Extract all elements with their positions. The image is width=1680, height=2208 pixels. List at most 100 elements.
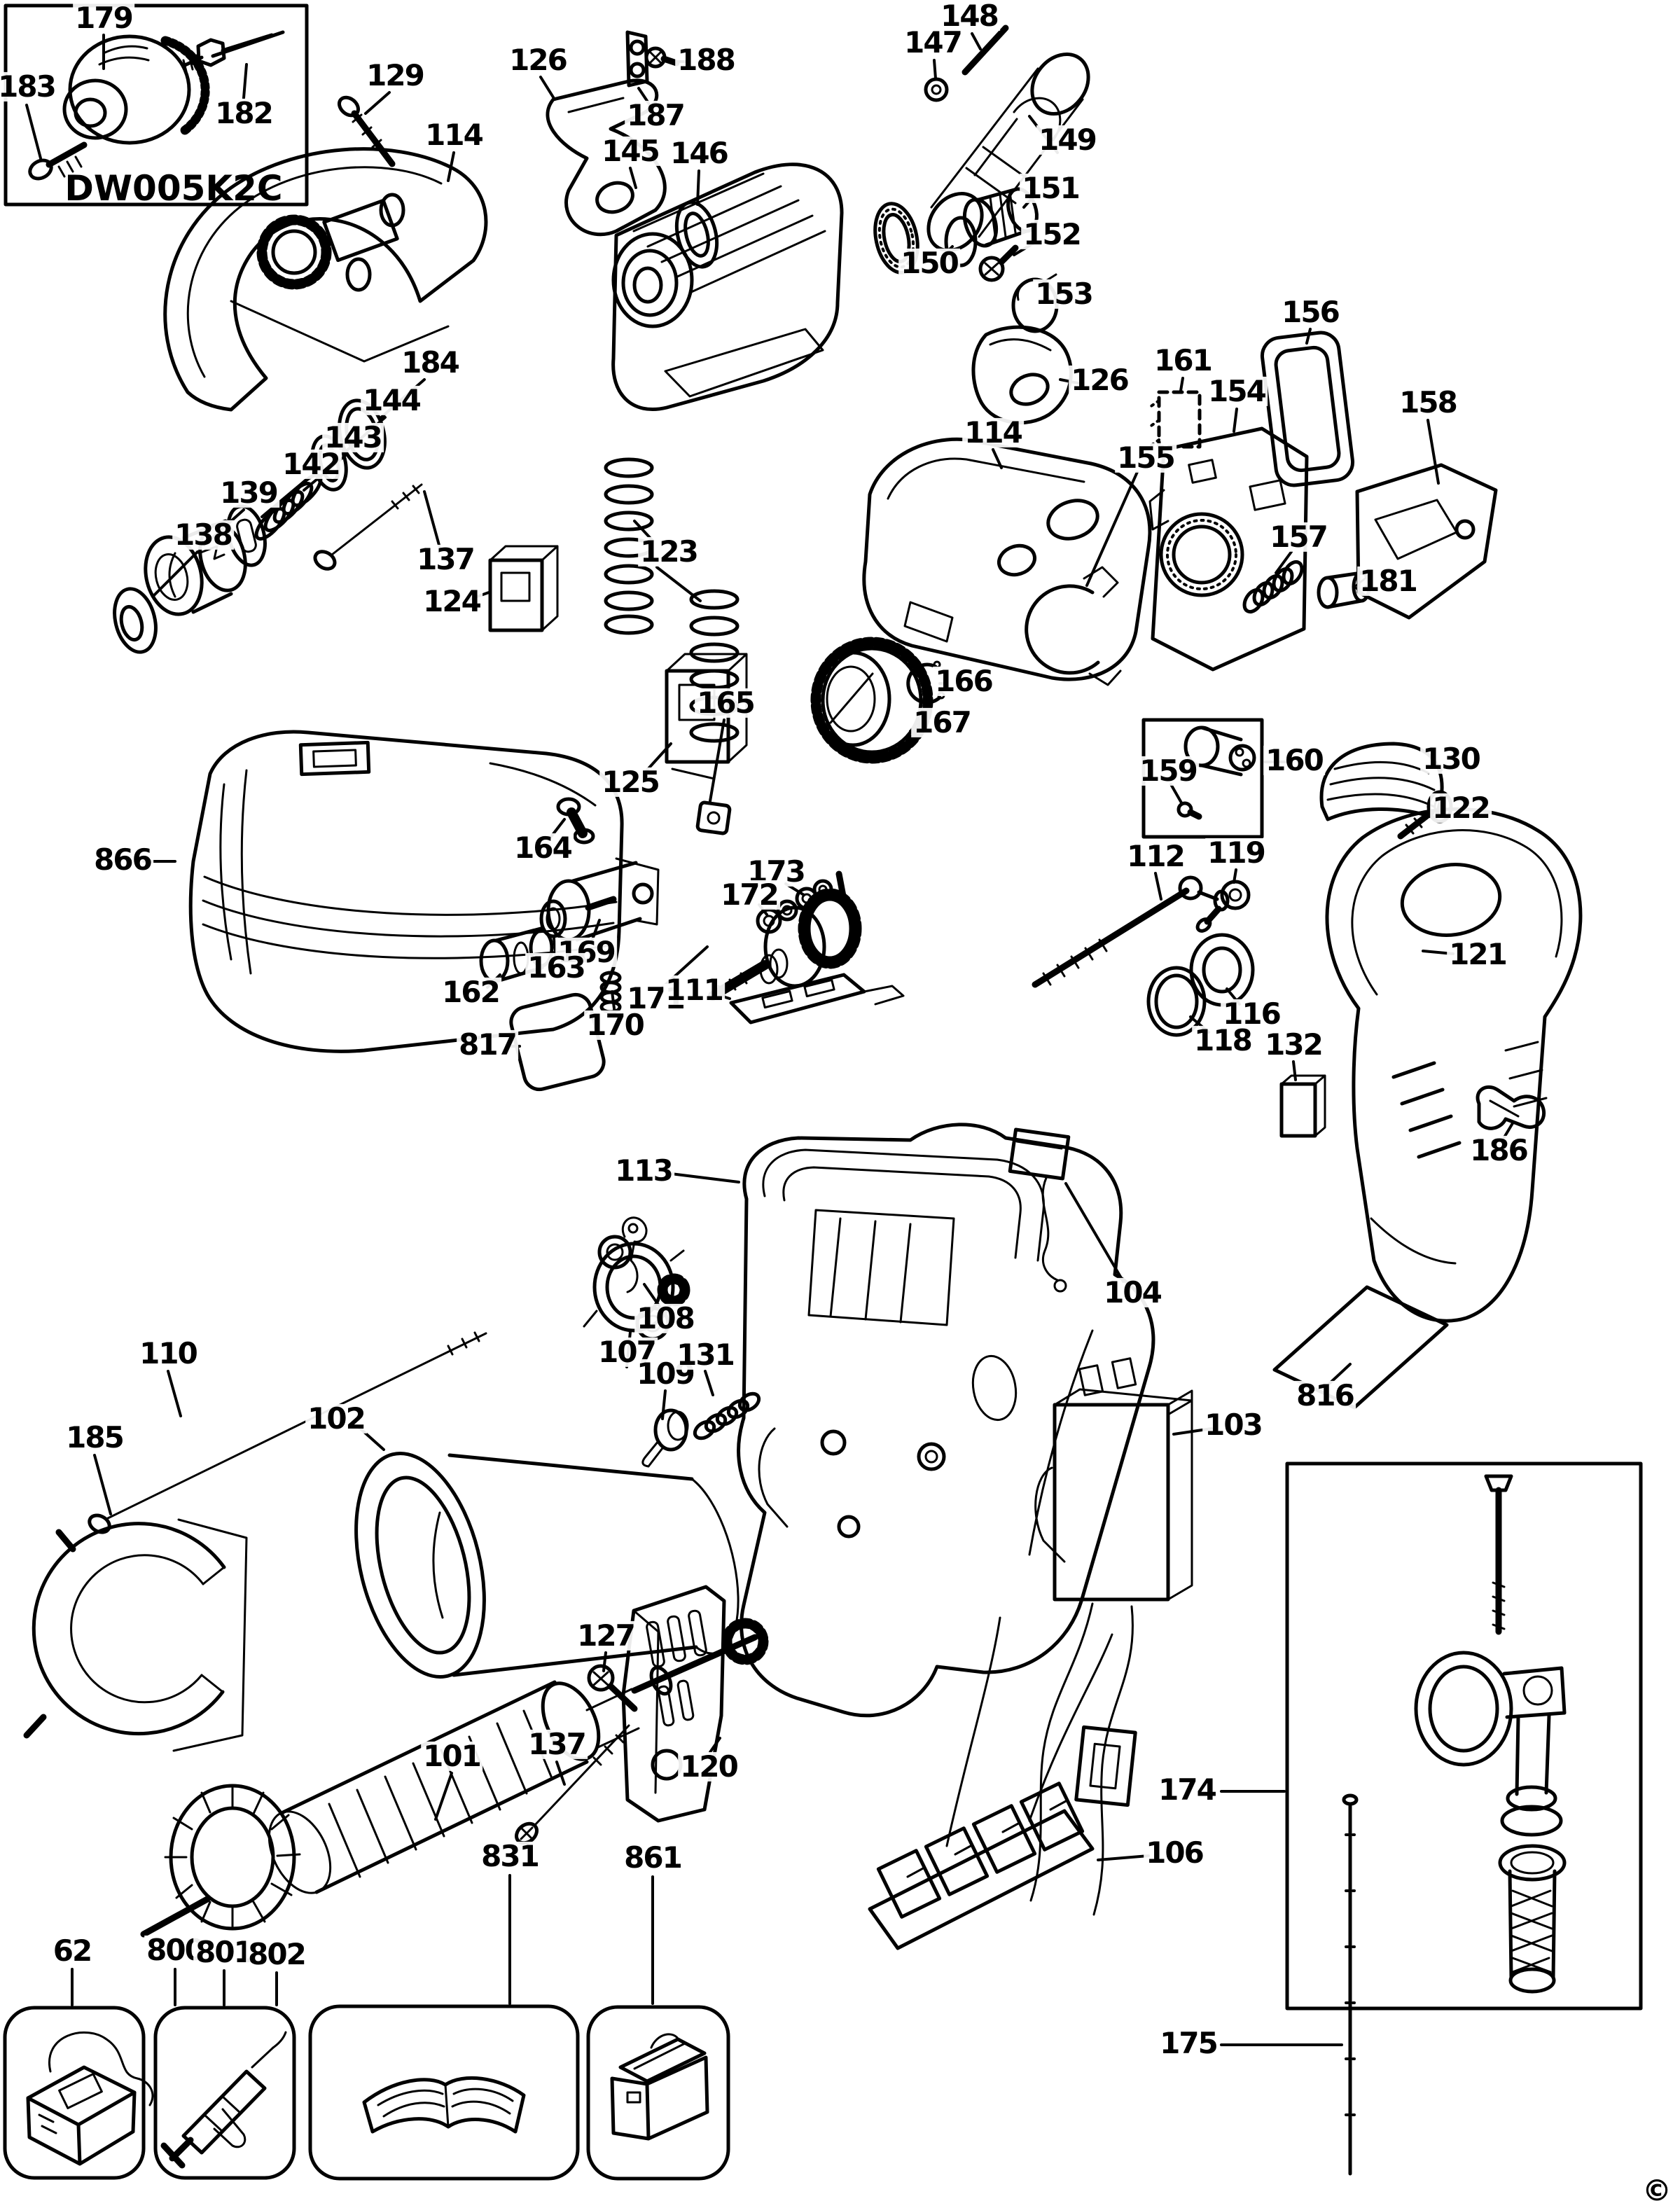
- part-188-screw: [644, 46, 680, 69]
- part-173-washers: [795, 879, 833, 910]
- part-167-gear: [810, 637, 933, 764]
- part-callout-801: 801: [193, 1937, 255, 1967]
- part-callout-148: 148: [938, 1, 1000, 31]
- part-152-screw: [978, 244, 1019, 282]
- leader-line-159: [1169, 783, 1183, 805]
- part-callout-172: 172: [718, 880, 780, 910]
- leader-line-137: [555, 1761, 566, 1786]
- part-callout-124: 124: [421, 586, 483, 616]
- part-callout-116: 116: [1221, 999, 1282, 1029]
- part-109-nose: [641, 1408, 689, 1468]
- leader-line-114: [992, 448, 1003, 469]
- leader-line-186: [1503, 1122, 1514, 1139]
- inset-boxes: [3, 4, 1643, 2181]
- part-154-gearcase-plate: [1148, 426, 1309, 672]
- part-callout-146: 146: [668, 138, 730, 168]
- part-175-depth-rod: [1342, 1793, 1359, 2176]
- leader-line-129: [364, 91, 391, 115]
- part-callout-114: 114: [962, 417, 1024, 447]
- part-callout-158: 158: [1397, 387, 1459, 417]
- part-callout-802: 802: [246, 1939, 307, 1969]
- part-174-side-handle: [1414, 1474, 1567, 1994]
- box-charger-62: [3, 2006, 146, 2180]
- part-callout-62: 62: [50, 1936, 94, 1966]
- leader-line-145: [629, 167, 637, 189]
- part-817-pad: [509, 992, 606, 1092]
- part-callout-186: 186: [1468, 1135, 1529, 1165]
- part-120-baffle-plate: [621, 1585, 726, 1823]
- part-callout-101: 101: [421, 1741, 483, 1771]
- part-104-brush-lead: [1008, 1127, 1071, 1293]
- leader-line-142: [261, 479, 307, 518]
- part-callout-150: 150: [898, 248, 960, 278]
- part-143-spring: [254, 473, 323, 541]
- part-callout-157: 157: [1268, 522, 1329, 552]
- part-callout-188: 188: [675, 45, 737, 75]
- part-callout-123: 123: [638, 536, 700, 567]
- part-callout-137: 137: [415, 544, 476, 574]
- part-112-shaft: [1032, 875, 1230, 988]
- part-185-baffle: [23, 1518, 248, 1752]
- part-callout-120: 120: [678, 1751, 740, 1782]
- leader-line-123: [655, 566, 702, 602]
- part-callout-861: 861: [622, 1842, 683, 1873]
- part-callout-174: 174: [1156, 1775, 1218, 1805]
- part-161-chip: [1148, 390, 1202, 449]
- part-callout-183: 183: [0, 71, 57, 102]
- part-124-brush-holder: [488, 545, 559, 632]
- part-callout-138: 138: [172, 520, 234, 550]
- leader-line-146: [696, 169, 700, 206]
- part-157-spring: [1242, 560, 1304, 614]
- part-callout-866: 866: [92, 845, 153, 875]
- part-116-bearing: [1189, 933, 1255, 1007]
- leader-line-157: [1275, 550, 1293, 574]
- part-callout-817: 817: [457, 1029, 518, 1060]
- leader-line-119: [1233, 868, 1237, 884]
- part-callout-113: 113: [613, 1155, 674, 1186]
- part-114-cover: [862, 437, 1152, 681]
- part-145-gearbox-housing: [611, 162, 844, 412]
- part-callout-103: 103: [1202, 1410, 1264, 1440]
- part-106-terminal-block: [868, 1616, 1113, 1950]
- part-callout-162: 162: [440, 977, 501, 1007]
- leader-line-816: [1328, 1363, 1352, 1385]
- part-callout-175: 175: [1158, 2028, 1219, 2058]
- leader-line-114: [447, 151, 455, 182]
- part-callout-130: 130: [1420, 744, 1482, 774]
- part-callout-187: 187: [625, 100, 686, 130]
- part-callout-156: 156: [1279, 297, 1341, 327]
- part-callout-161: 161: [1152, 345, 1214, 375]
- part-113-main-housing: [737, 1123, 1155, 1718]
- part-155-clamp: [1025, 566, 1122, 686]
- part-160-spindle-lock: [1183, 725, 1256, 777]
- leader-line-170: [611, 990, 616, 1015]
- accessory-62-charger: [26, 2031, 154, 2166]
- part-132-brush: [1279, 1074, 1326, 1138]
- leader-line-112: [1154, 872, 1162, 901]
- part-131-spring: [693, 1391, 761, 1440]
- leader-line-154: [1233, 408, 1238, 433]
- part-callout-114: 114: [423, 120, 485, 150]
- part-callout-831: 831: [479, 1841, 541, 1871]
- part-callout-143: 143: [322, 422, 384, 452]
- part-callout-119: 119: [1205, 838, 1267, 868]
- part-callout-111: 111: [663, 975, 725, 1005]
- leader-line-108: [643, 1283, 661, 1308]
- part-callout-112: 112: [1125, 841, 1186, 871]
- part-119-screw-grommet: [1195, 880, 1251, 933]
- leader-line-147: [933, 59, 937, 80]
- part-165-nut: [695, 800, 732, 835]
- part-callout-126: 126: [507, 45, 569, 75]
- part-callout-155: 155: [1115, 443, 1176, 473]
- part-callout-182: 182: [213, 98, 275, 128]
- part-146-washer: [674, 200, 719, 269]
- box-side-handle-174: [1285, 1461, 1643, 2011]
- part-126-lever: [971, 325, 1073, 425]
- part-callout-104: 104: [1102, 1277, 1163, 1307]
- part-164-pin: [556, 797, 595, 845]
- part-callout-151: 151: [1020, 173, 1081, 203]
- part-callout-153: 153: [1033, 279, 1095, 309]
- part-callout-137: 137: [526, 1729, 588, 1759]
